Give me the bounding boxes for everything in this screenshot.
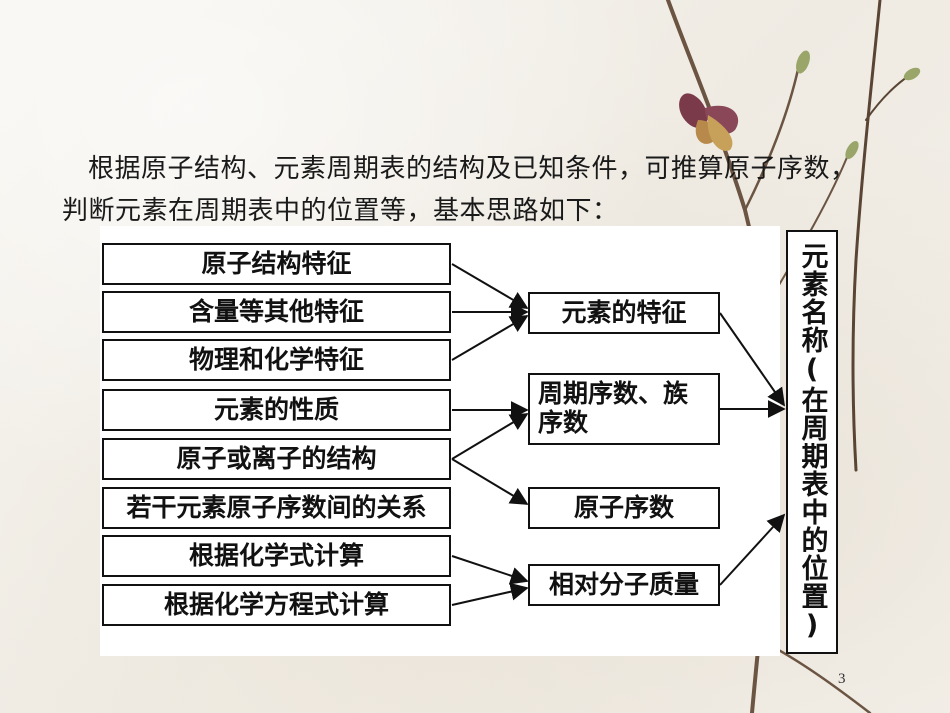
left-box-atomic-structure-features: 原子结构特征: [102, 243, 451, 285]
middle-box-period-group-number: 周期序数、族序数: [528, 373, 720, 445]
left-box-element-properties: 元素的性质: [102, 389, 451, 431]
arrow-equation-to-mass: [451, 582, 529, 606]
result-box-element-name-position: 元素名称(在周期表中的位置): [786, 230, 838, 654]
arrow-mass-to-result: [719, 513, 786, 586]
middle-box-relative-molecular-mass: 相对分子质量: [528, 564, 720, 606]
flower-icon: [679, 93, 739, 151]
left-box-atom-ion-structure: 原子或离子的结构: [102, 438, 451, 480]
arrow-physchem-to-features: [451, 315, 529, 361]
middle-box-atomic-number: 原子序数: [528, 487, 720, 529]
arrow-ion-to-atomic-number: [451, 458, 529, 505]
page-number: 3: [838, 671, 846, 687]
left-box-equation-calculation: 根据化学方程式计算: [102, 584, 451, 626]
arrow-ion-to-period: [451, 413, 529, 460]
intro-paragraph: 根据原子结构、元素周期表的结构及已知条件，可推算原子序数，判断元素在周期表中的位…: [62, 154, 857, 226]
left-box-atomic-number-relations: 若干元素原子序数间的关系: [102, 487, 451, 529]
arrow-structure-to-features: [451, 263, 529, 309]
arrow-features-to-result: [719, 312, 786, 407]
arrow-formula-to-mass: [451, 555, 529, 585]
left-box-physical-chemical-features: 物理和化学特征: [102, 339, 451, 381]
left-box-formula-calculation: 根据化学式计算: [102, 535, 451, 577]
left-box-content-other-features: 含量等其他特征: [102, 291, 451, 333]
middle-box-element-features: 元素的特征: [528, 292, 720, 334]
